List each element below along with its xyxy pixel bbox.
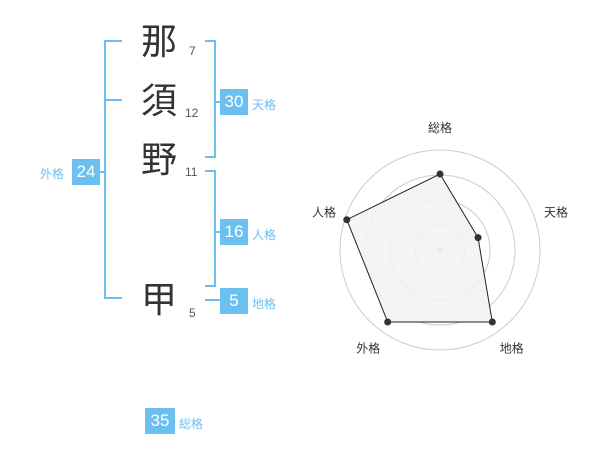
chikaku-connector [205,299,220,301]
tenkaku-label: 天格 [252,98,277,112]
radar-axis-label-2: 地格 [500,341,524,356]
radar-axis-label-0: 総格 [428,120,452,135]
gaikaku-bracket-top [104,40,122,42]
radar-point-1 [474,234,482,242]
radar-area [346,173,493,323]
soukaku-value: 35 [145,408,175,434]
name-char-1: 那 [141,22,178,63]
tenkaku-bracket-top [205,40,216,42]
gaikaku-bracket-vertical [104,40,106,299]
tenkaku-bracket-vertical [214,40,216,158]
chikaku-label: 地格 [252,297,277,311]
name-char-4: 甲 [141,280,178,321]
radar-axis-label-1: 天格 [544,204,568,219]
tenkaku-value: 30 [220,89,248,115]
gaikaku-value: 24 [72,159,100,185]
gaikaku-bracket-mid [104,99,122,101]
radar-axis-label-3: 外格 [356,341,380,356]
radar-point-2 [488,318,496,326]
stroke-count-1: 7 [189,44,196,58]
gaikaku-bracket-bottom [104,297,122,299]
gaikaku-connector [96,171,104,173]
radar-ring [339,149,541,351]
jinkaku-bracket-bottom [205,285,216,287]
radar-point-3 [384,318,392,326]
jinkaku-label: 人格 [252,228,277,242]
jinkaku-value: 16 [220,219,248,245]
stroke-count-3: 11 [185,165,198,179]
jinkaku-bracket-vertical [214,170,216,287]
radar-axis-label-4: 人格 [312,204,336,219]
tenkaku-connector [214,101,220,103]
jinkaku-connector [214,231,220,233]
jinkaku-bracket-top [205,170,216,172]
radar-point-4 [343,216,351,224]
tenkaku-bracket-bottom [205,156,216,158]
soukaku-label: 総格 [179,417,204,431]
stroke-count-4: 5 [189,306,196,320]
gaikaku-label: 外格 [40,167,65,181]
chikaku-value: 5 [220,288,248,314]
name-char-2: 須 [141,81,178,122]
radar-point-0 [436,170,444,178]
stroke-count-2: 12 [185,106,199,120]
name-char-3: 野 [141,140,178,181]
